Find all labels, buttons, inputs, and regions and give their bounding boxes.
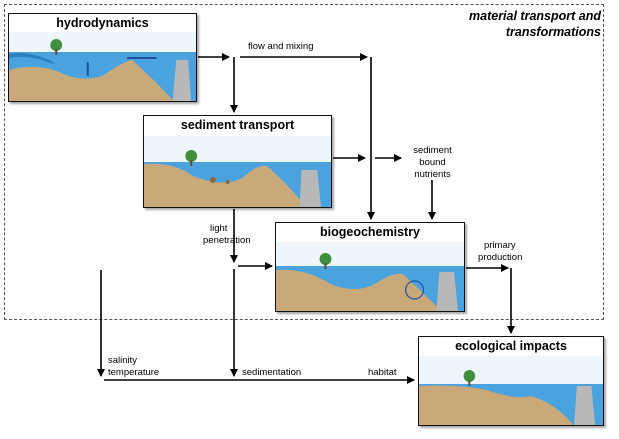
label-primary-1: primary [484,240,516,251]
panel-sediment-transport: sediment transport [143,115,332,208]
sediment-transport-illustration [144,136,331,207]
label-light-1: light [210,223,228,234]
panel-title-sediment-transport: sediment transport [180,118,295,132]
biogeochemistry-illustration [276,242,464,311]
material-transport-region [4,4,604,320]
label-primary-2: production [478,252,523,263]
label-sedimentation: sedimentation [242,367,302,378]
panel-title-hydrodynamics: hydrodynamics [56,16,149,30]
label-sediment-bound-2: bound [419,157,446,168]
label-salinity-temperature: salinity temperature [108,355,159,379]
label-salinity-1: salinity [108,355,138,366]
label-light-penetration: light penetration [203,223,263,247]
ecological-impacts-illustration [419,356,603,425]
hydrodynamics-illustration [9,32,196,101]
panel-title-ecological-impacts: ecological impacts [455,339,567,353]
region-title-line2: transformations [505,25,601,39]
panel-hydrodynamics: hydrodynamics [8,13,197,102]
panel-title-biogeochemistry: biogeochemistry [319,225,421,239]
region-title-line1: material transport and [469,9,601,23]
label-sediment-bound-3: nutrients [414,169,451,180]
panel-biogeochemistry: biogeochemistry [275,222,465,312]
label-light-2: penetration [203,235,251,246]
label-habitat: habitat [368,367,397,378]
panel-ecological-impacts: ecological impacts [418,336,604,426]
region-title: material transport and transformations [401,8,601,40]
label-flow-mixing: flow and mixing [248,41,314,52]
label-sediment-bound-nutrients: sediment bound nutrients [405,145,460,181]
label-salinity-2: temperature [108,367,160,378]
label-primary-production: primary production [478,240,538,264]
label-sediment-bound-1: sediment [413,145,452,156]
